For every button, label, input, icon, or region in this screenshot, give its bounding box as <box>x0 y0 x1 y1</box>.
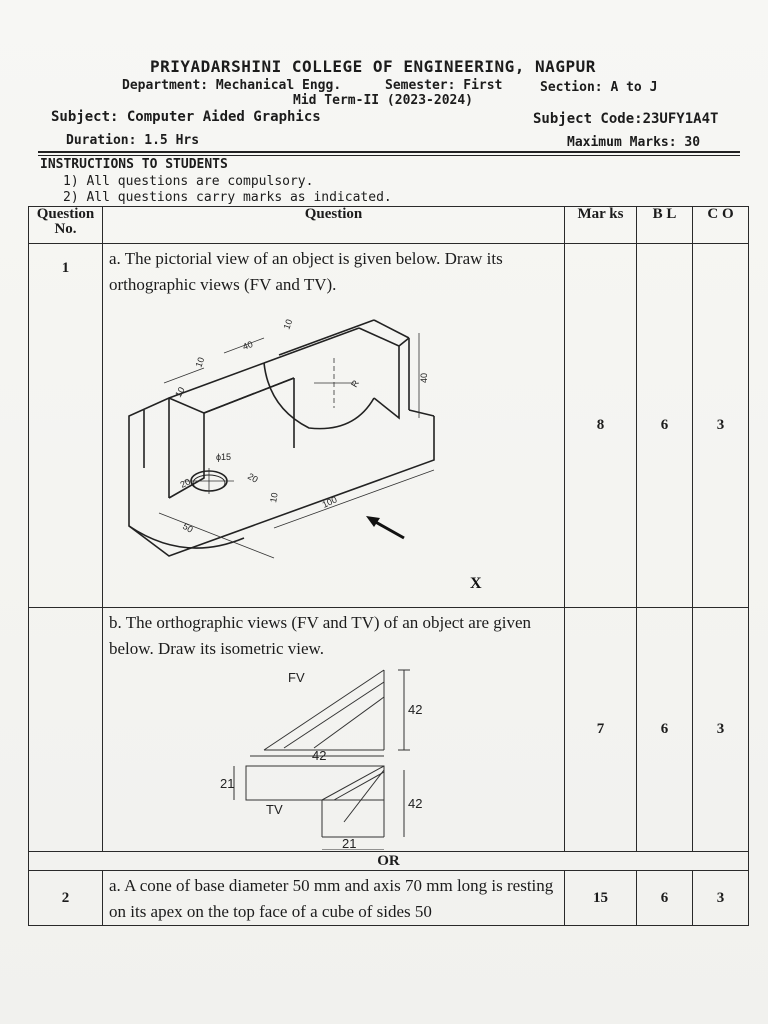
bl-cell: 6 <box>636 243 693 608</box>
col-co: C O <box>692 206 749 244</box>
dim-42-fv-width: 42 <box>312 748 326 763</box>
dim-100: 100 <box>320 494 338 509</box>
subject: Subject: Computer Aided Graphics <box>51 109 321 125</box>
co-cell: 3 <box>692 243 749 608</box>
orthographic-views-figure: FV TV 42 42 21 42 21 <box>220 669 422 850</box>
question-number: 1 <box>28 243 103 608</box>
label-tv: TV <box>266 802 283 817</box>
dim-10-left: 10 <box>193 356 206 369</box>
question-cell: a. The pictorial view of an object is gi… <box>102 243 565 608</box>
semester: Semester: First <box>385 78 503 93</box>
col-question: Question <box>102 206 565 244</box>
label-fv: FV <box>288 670 305 685</box>
dim-20-left: 20 <box>178 477 191 490</box>
question-text: a. The pictorial view of an object is gi… <box>109 249 503 294</box>
col-marks: Mar ks <box>564 206 637 244</box>
dim-21-tv-width: 21 <box>342 836 356 850</box>
subject-code: Subject Code:23UFY1A4T <box>533 111 719 127</box>
dim-radius: R <box>349 378 361 389</box>
instruction-1: 1) All questions are compulsory. <box>63 174 314 189</box>
dim-40-height: 40 <box>419 373 429 383</box>
dim-20-right: 20 <box>246 471 260 485</box>
instruction-2: 2) All questions carry marks as indicate… <box>63 190 392 205</box>
bl-cell: 6 <box>636 870 693 926</box>
col-bl: B L <box>636 206 693 244</box>
question-row-1a: 1 a. The pictorial view of an object is … <box>28 243 749 608</box>
dim-21-tv-height: 21 <box>220 776 234 791</box>
duration: Duration: 1.5 Hrs <box>66 133 200 148</box>
bl-cell: 6 <box>636 607 693 852</box>
view-direction-x: X <box>470 575 482 592</box>
max-marks: Maximum Marks: 30 <box>567 135 701 150</box>
question-cell: a. A cone of base diameter 50 mm and axi… <box>102 870 565 926</box>
question-text: a. A cone of base diameter 50 mm and axi… <box>109 876 554 921</box>
dim-phi15: ϕ15 <box>216 452 231 462</box>
co-cell: 3 <box>692 870 749 926</box>
question-number: 2 <box>28 870 103 926</box>
dim-10-block: 10 <box>173 385 187 399</box>
question-table: Question No. Question Mar ks B L C O 1 a… <box>28 206 749 926</box>
question-number <box>28 607 103 852</box>
dim-10-top: 10 <box>281 318 294 331</box>
marks-cell: 7 <box>564 607 637 852</box>
marks-cell: 8 <box>564 243 637 608</box>
dim-42-tv-depth: 42 <box>408 796 422 811</box>
college-name: PRIYADARSHINI COLLEGE OF ENGINEERING, NA… <box>150 57 596 76</box>
header-rule-1 <box>38 151 740 153</box>
table-header-row: Question No. Question Mar ks B L C O <box>28 206 749 244</box>
section: Section: A to J <box>540 80 658 95</box>
dim-50: 50 <box>181 521 195 535</box>
col-question-no: Question No. <box>28 206 103 244</box>
dim-42-fv-height: 42 <box>408 702 422 717</box>
or-label: OR <box>28 851 749 871</box>
exam-title: Mid Term-II (2023-2024) <box>293 93 474 108</box>
pictorial-view-figure: 10 40 10 10 R 40 ϕ15 20 20 10 100 50 X <box>127 318 482 592</box>
question-row-1b: b. The orthographic views (FV and TV) of… <box>28 607 749 852</box>
question-row-2a: 2 a. A cone of base diameter 50 mm and a… <box>28 870 749 926</box>
instructions-title: INSTRUCTIONS TO STUDENTS <box>40 157 228 172</box>
department: Department: Mechanical Engg. <box>122 78 342 93</box>
or-row: OR <box>28 851 749 871</box>
co-cell: 3 <box>692 607 749 852</box>
dim-40-top: 40 <box>241 339 254 352</box>
marks-cell: 15 <box>564 870 637 926</box>
dim-10-base: 10 <box>268 492 280 504</box>
header-rule-2 <box>38 155 740 156</box>
question-cell: b. The orthographic views (FV and TV) of… <box>102 607 565 852</box>
question-text: b. The orthographic views (FV and TV) of… <box>109 613 532 658</box>
